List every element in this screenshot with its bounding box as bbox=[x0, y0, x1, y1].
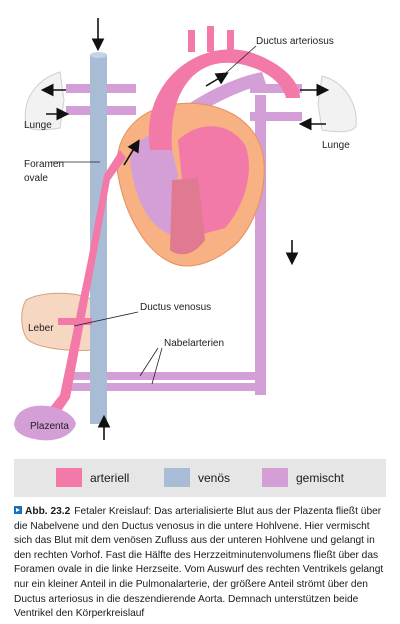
caption-text: Fetaler Kreislauf: Das arterialisierte B… bbox=[14, 506, 384, 620]
legend-label-arterial: arteriell bbox=[90, 470, 130, 485]
legend-swatch-mixed bbox=[262, 468, 288, 487]
placenta bbox=[14, 405, 76, 441]
label-lunge-left: Lunge bbox=[24, 120, 52, 131]
caption-marker-icon bbox=[14, 506, 22, 514]
arch-branches bbox=[188, 26, 234, 54]
legend-item-mixed: gemischt bbox=[262, 468, 344, 487]
figure-label: Abb. 23.2 bbox=[25, 506, 71, 517]
fetal-circulation-diagram: Ductus arteriosus Lunge Lunge Foramen ov… bbox=[14, 18, 357, 441]
legend-swatch-arterial bbox=[56, 468, 82, 487]
label-ductus-venosus: Ductus venosus bbox=[140, 302, 211, 313]
ductus-venosus-branch bbox=[58, 318, 92, 325]
umbilical-vein bbox=[40, 150, 126, 424]
label-foramen: Foramen bbox=[24, 159, 64, 170]
label-leber: Leber bbox=[28, 323, 54, 334]
legend-label-venous: venös bbox=[198, 470, 231, 485]
label-ovale: ovale bbox=[24, 173, 48, 184]
legend-swatch-venous bbox=[164, 468, 190, 487]
label-ductus-arteriosus: Ductus arteriosus bbox=[256, 36, 334, 47]
heart bbox=[116, 102, 265, 267]
legend-item-venous: venös bbox=[164, 468, 230, 487]
label-nabelarterien: Nabelarterien bbox=[164, 338, 224, 349]
label-plazenta: Plazenta bbox=[30, 421, 69, 432]
legend: arteriell venös gemischt bbox=[14, 459, 386, 497]
label-lunge-right: Lunge bbox=[322, 140, 350, 151]
leader-lines bbox=[50, 45, 257, 385]
legend-item-arterial: arteriell bbox=[56, 468, 129, 487]
flow-arrows bbox=[40, 18, 330, 440]
lung-left bbox=[24, 71, 65, 131]
aortic-arch bbox=[148, 49, 300, 150]
legend-label-mixed: gemischt bbox=[296, 470, 345, 485]
